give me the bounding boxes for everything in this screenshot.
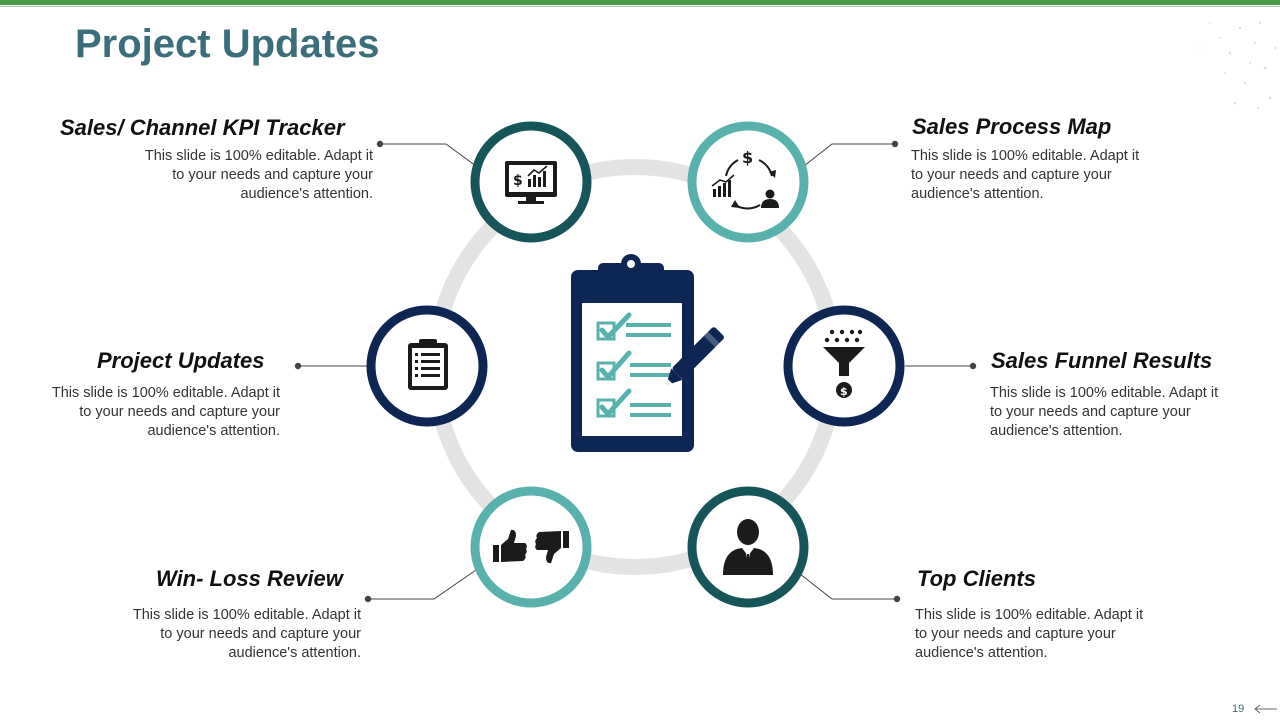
desc-line: audience's attention. <box>990 423 1123 439</box>
funnel-dollar-icon: $ <box>823 329 865 398</box>
decorative-pattern <box>1199 22 1276 109</box>
desc-line: audience's attention. <box>911 186 1044 202</box>
desc-line: audience's attention. <box>147 423 280 439</box>
desc-line: This slide is 100% editable. Adapt it <box>990 385 1219 401</box>
desc-line: to your needs and capture your <box>79 404 280 420</box>
connector-dot <box>376 140 384 148</box>
connector-dot <box>294 362 302 370</box>
process-map-circle: $ <box>687 121 809 243</box>
page-arrow-icon <box>1254 704 1277 714</box>
clipboard-list-icon <box>408 339 448 390</box>
desc-line: audience's attention. <box>915 645 1048 661</box>
desc-line: audience's attention. <box>228 645 361 661</box>
connector-dot <box>969 362 977 370</box>
win-loss-circle <box>470 486 592 608</box>
desc-line: to your needs and capture your <box>990 404 1191 420</box>
svg-text:$: $ <box>840 385 848 398</box>
connectors <box>298 143 973 600</box>
process-map-heading: Sales Process Map <box>912 114 1112 139</box>
desc-line: This slide is 100% editable. Adapt it <box>911 148 1140 164</box>
top-clients-heading: Top Clients <box>917 566 1036 591</box>
desc-line: This slide is 100% editable. Adapt it <box>144 148 373 164</box>
top-clients-description: This slide is 100% editable. Adapt it to… <box>915 606 1143 663</box>
desc-line: This slide is 100% editable. Adapt it <box>915 607 1144 623</box>
process-map-description: This slide is 100% editable. Adapt it to… <box>911 147 1139 204</box>
project-updates-circle <box>366 305 488 427</box>
win-loss-heading: Win- Loss Review <box>156 566 343 591</box>
connector-dot <box>893 595 901 603</box>
clipboard-checklist-pen-icon <box>571 254 724 452</box>
desc-line: to your needs and capture your <box>172 167 373 183</box>
top-accent-bar <box>0 0 1280 5</box>
connector-win-loss <box>368 569 477 600</box>
svg-text:$: $ <box>742 148 753 167</box>
kpi-tracker-description: This slide is 100% editable. Adapt it to… <box>145 147 373 204</box>
slide-title: Project Updates <box>75 22 380 66</box>
desc-line: to your needs and capture your <box>160 626 361 642</box>
top-accent-line <box>0 6 1280 7</box>
top-clients-circle <box>687 486 809 608</box>
win-loss-description: This slide is 100% editable. Adapt it to… <box>133 606 361 663</box>
kpi-tracker-heading: Sales/ Channel KPI Tracker <box>60 115 345 140</box>
project-updates-description: This slide is 100% editable. Adapt it to… <box>52 384 280 441</box>
desc-line: This slide is 100% editable. Adapt it <box>51 385 280 401</box>
connector-kpi-tracker <box>380 143 477 167</box>
cycle-dollar-growth-person-icon: $ <box>711 148 779 210</box>
project-updates-heading: Project Updates <box>97 348 265 373</box>
desc-line: audience's attention. <box>240 186 373 202</box>
connector-top-clients <box>799 573 897 600</box>
connector-dot <box>891 140 899 148</box>
desc-line: to your needs and capture your <box>911 167 1112 183</box>
desc-line: This slide is 100% editable. Adapt it <box>132 607 361 623</box>
funnel-results-description: This slide is 100% editable. Adapt it to… <box>990 384 1218 441</box>
page-number: 19 <box>1232 703 1245 715</box>
svg-text:$: $ <box>513 173 523 189</box>
connector-dot <box>364 595 372 603</box>
kpi-tracker-circle: $ <box>470 121 592 243</box>
funnel-results-circle: $ <box>783 305 905 427</box>
thumbs-up-down-icon <box>493 529 569 564</box>
desc-line: to your needs and capture your <box>915 626 1116 642</box>
businessman-icon <box>723 519 773 575</box>
connector-process-map <box>803 143 895 167</box>
funnel-results-heading: Sales Funnel Results <box>991 348 1213 373</box>
monitor-dollar-chart-icon: $ <box>505 161 557 204</box>
